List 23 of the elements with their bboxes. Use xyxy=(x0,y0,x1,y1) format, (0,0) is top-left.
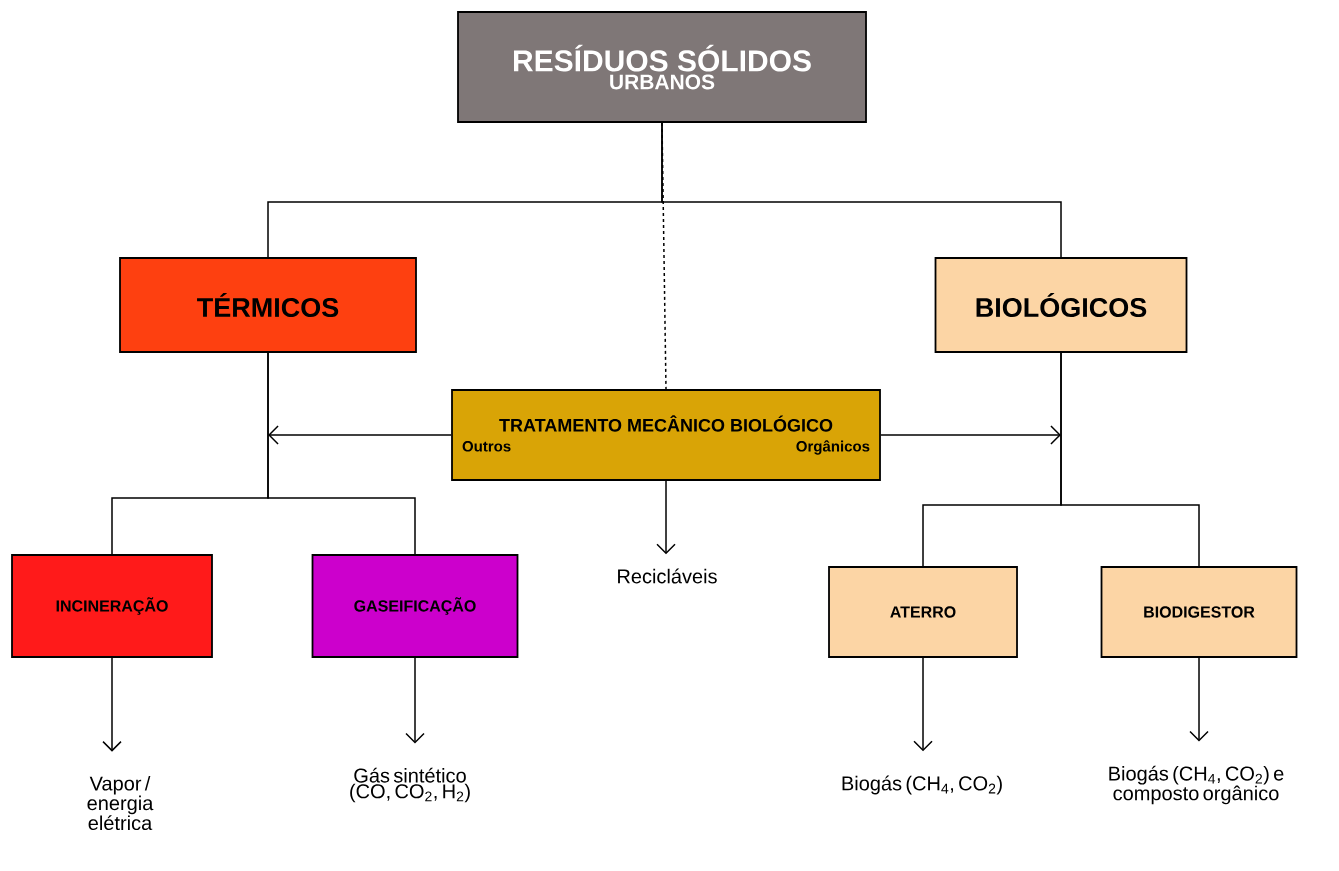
process-box: TÉRMICOS xyxy=(119,257,417,353)
process-box: INCINERAÇÃO xyxy=(11,554,213,658)
arrow xyxy=(1189,657,1209,742)
process-box: BIODIGESTOR xyxy=(1100,566,1298,658)
dashed-line xyxy=(661,122,667,390)
process-box: BIOLÓGICOS xyxy=(934,257,1188,353)
arrow xyxy=(656,480,676,555)
arrow xyxy=(913,657,933,752)
process-box: ATERRO xyxy=(828,566,1018,658)
connector-line xyxy=(1060,352,1200,567)
arrow xyxy=(405,657,425,744)
arrow xyxy=(268,425,452,445)
process-box: GASEIFICAÇÃO xyxy=(311,554,519,658)
output-text: Gás sintético (CO, CO$_{2}$, H$_{2}$) xyxy=(350,767,470,803)
output-text: Biogás (CH$_{4}$, CO$_{2}$) e composto orgânico xyxy=(1109,765,1284,805)
output-text: Biogás (CH$_{4}$, CO$_{2}$) xyxy=(842,775,1002,795)
connector-line xyxy=(267,352,416,555)
process-box: RESÍDUOS SÓLIDOS URBANOS xyxy=(457,11,867,123)
arrow xyxy=(880,425,1061,445)
arrow xyxy=(102,657,122,752)
output-text: Recicláveis xyxy=(618,568,717,584)
process-box: TRATAMENTO MECÂNICO BIOLÓGICO Outros Orgânicos xyxy=(451,389,881,481)
output-text: Vapor / energia elétrica xyxy=(87,775,154,831)
